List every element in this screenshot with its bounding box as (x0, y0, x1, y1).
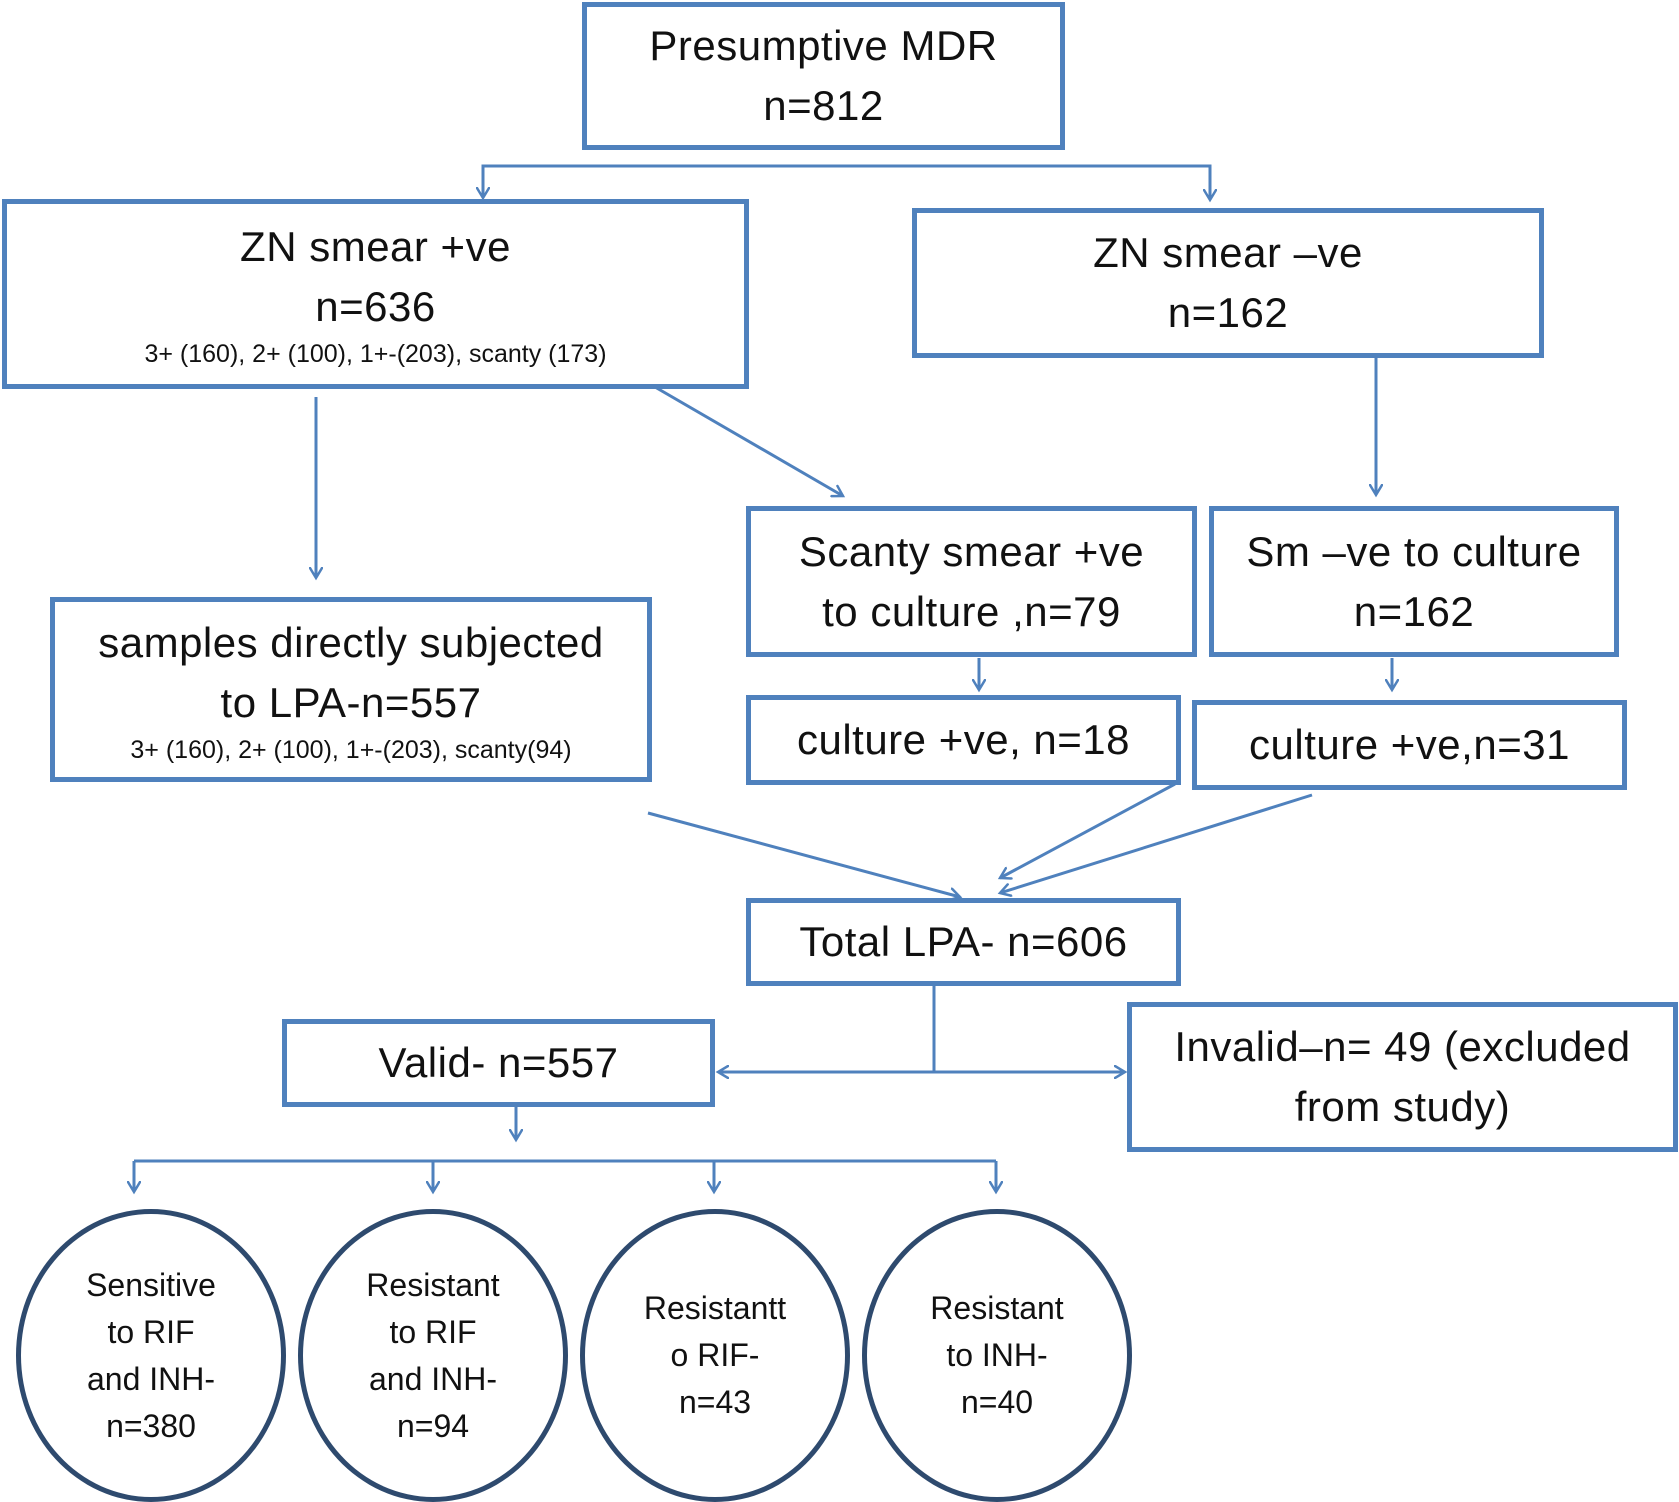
outcome-1-line-2: to RIF (107, 1313, 195, 1350)
node-scanty-smear-line2: to culture ,n=79 (822, 587, 1121, 635)
node-direct-lpa: samples directly subjected to LPA-n=557 … (50, 597, 652, 782)
split-line-top (481, 164, 1212, 196)
node-direct-lpa-detail: 3+ (160), 2+ (100), 1+-(203), scanty(94) (130, 735, 572, 764)
node-presumptive-mdr-count: n=812 (763, 82, 884, 129)
node-invalid-line2: from study) (1294, 1083, 1511, 1130)
outcome-2-line-3: and INH- (368, 1360, 498, 1397)
node-zn-smear-negative: ZN smear –ve n=162 (912, 208, 1544, 358)
outcome-circle-sensitive: Sensitive to RIF and INH- n=380 (16, 1209, 286, 1502)
node-culture-positive-31: culture +ve,n=31 (1192, 700, 1627, 790)
outcome-1-line-1: Sensitive (86, 1266, 216, 1303)
node-direct-lpa-line2: to LPA-n=557 (220, 678, 482, 726)
arrow-culture-31-to-total (1000, 793, 1313, 893)
node-culture-positive-31-label: culture +ve,n=31 (1249, 721, 1570, 768)
outcome-3-line-2: o RIF- (670, 1337, 760, 1373)
node-culture-positive-18-label: culture +ve, n=18 (796, 716, 1131, 763)
node-valid-label: Valid- n=557 (378, 1039, 619, 1086)
outcome-2-line-1: Resistant (366, 1266, 500, 1303)
arrow-culture-18-to-total (1000, 782, 1176, 878)
node-presumptive-mdr-title: Presumptive MDR (649, 22, 998, 69)
outcome-4-line-1: Resistant (930, 1290, 1064, 1326)
node-zn-smear-negative-count: n=162 (1167, 289, 1289, 336)
node-culture-positive-18: culture +ve, n=18 (746, 695, 1181, 785)
arrow-zn-pos-to-scanty (654, 385, 843, 496)
arrow-direct-lpa-to-total (647, 811, 960, 897)
outcome-3-line-3: n=43 (678, 1384, 752, 1420)
node-zn-smear-positive-title: ZN smear +ve (240, 223, 511, 270)
node-presumptive-mdr: Presumptive MDR n=812 (582, 2, 1065, 150)
node-smear-negative-culture-line1: Sm –ve to culture (1246, 527, 1582, 575)
node-direct-lpa-line1: samples directly subjected (98, 618, 604, 666)
outcome-1-line-3: and INH- (86, 1360, 216, 1397)
node-valid: Valid- n=557 (282, 1019, 715, 1107)
node-smear-negative-culture-line2: n=162 (1353, 587, 1475, 635)
outcome-circle-resistant-inh: Resistant to INH- n=40 (862, 1209, 1132, 1502)
outcome-1-line-4: n=380 (106, 1407, 196, 1444)
node-zn-smear-positive-count: n=636 (315, 283, 436, 330)
node-smear-negative-culture: Sm –ve to culture n=162 (1209, 506, 1619, 657)
node-zn-smear-positive-detail: 3+ (160), 2+ (100), 1+-(203), scanty (17… (144, 340, 607, 368)
outcome-4-line-2: to INH- (946, 1337, 1048, 1373)
outcome-circle-resistant-rif-inh: Resistant to RIF and INH- n=94 (298, 1209, 568, 1502)
outcome-4-line-3: n=40 (960, 1384, 1034, 1420)
node-scanty-smear: Scanty smear +ve to culture ,n=79 (746, 506, 1197, 657)
node-scanty-smear-line1: Scanty smear +ve (798, 527, 1145, 575)
outcome-3-line-1: Resistantt (643, 1290, 787, 1326)
node-invalid: Invalid–n= 49 (excluded from study) (1127, 1002, 1678, 1152)
node-invalid-line1: Invalid–n= 49 (excluded (1174, 1023, 1631, 1070)
outcome-2-line-4: n=94 (396, 1407, 470, 1444)
outcome-2-line-2: to RIF (389, 1313, 477, 1350)
node-zn-smear-positive: ZN smear +ve n=636 3+ (160), 2+ (100), 1… (2, 199, 749, 389)
node-total-lpa-label: Total LPA- n=606 (799, 918, 1128, 965)
node-zn-smear-negative-title: ZN smear –ve (1093, 229, 1363, 276)
node-total-lpa: Total LPA- n=606 (746, 898, 1181, 986)
outcome-circle-resistant-rif: Resistantt o RIF- n=43 (580, 1209, 850, 1502)
